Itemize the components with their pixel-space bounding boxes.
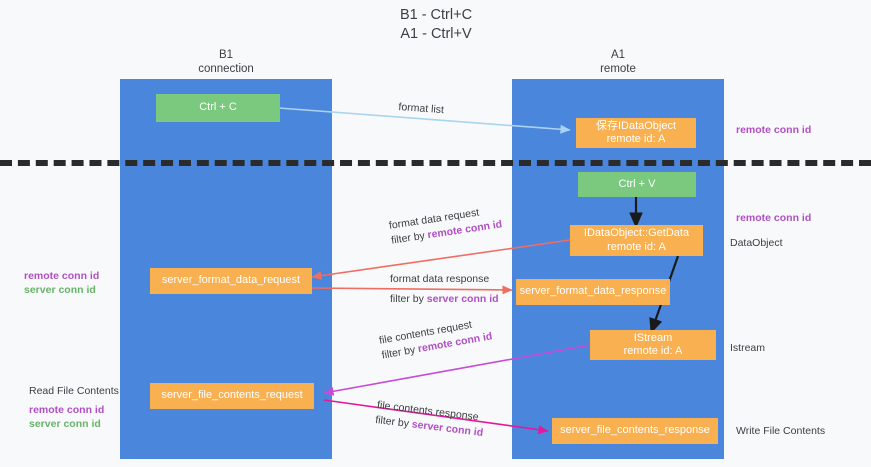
node-ctrl-c-label: Ctrl + C [199,101,237,114]
edge-label-format-data-response: format data response filter by server co… [390,272,499,307]
edge-label-format-list-text: format list [398,100,445,117]
right-label-istream: Istream [730,342,766,354]
right-label-remote-conn-id-mid: remote conn id [736,212,812,224]
left-label-read-file-contents: Read File Contents [29,385,119,397]
left-label-remote-conn-id-bottom: remote conn id [29,404,105,416]
left-label-server-conn-id-bottom: server conn id [29,418,101,430]
node-idataobject-line2: remote id: A [606,133,666,145]
edge-label-format-data-response-text: format data response [390,273,490,285]
node-idataobject-getdata[interactable]: IDataObject::GetData remote id: A [570,225,703,256]
right-label-remote-conn-id-top: remote conn id [736,124,812,136]
node-server-file-contents-request-label: server_file_contents_request [161,389,303,402]
node-ctrl-c[interactable]: Ctrl + C [156,94,280,122]
lane-title-a1: A1 remote [600,49,636,75]
filter-by-prefix: filter by [390,229,429,247]
phase-divider [0,160,871,166]
node-server-format-data-request-label: server_format_data_request [161,274,301,287]
filter-by-prefix: filter by [374,413,413,431]
node-idataobject-getdata-line1: IDataObject::GetData [583,227,690,239]
node-server-file-contents-response-label: server_file_contents_response [560,424,710,437]
node-istream[interactable]: IStream remote id: A [590,330,716,360]
node-server-format-data-request[interactable]: server_format_data_request [150,268,312,294]
node-server-file-contents-request[interactable]: server_file_contents_request [150,383,314,409]
node-ctrl-v[interactable]: Ctrl + V [578,172,696,197]
node-istream-line2: remote id: A [623,345,683,357]
left-label-server-conn-id-mid: server conn id [24,284,96,296]
filter-by-prefix: filter by [390,293,427,305]
arrow-format-data-response [309,285,513,295]
left-label-remote-conn-id-mid: remote conn id [24,270,100,282]
arrow-format-list [278,107,571,134]
arrow-format-data-request [311,239,571,281]
edge-label-format-list: format list [398,100,444,118]
page-title: B1 - Ctrl+C A1 - Ctrl+V [399,7,473,42]
node-idataobject-getdata-line2: remote id: A [607,240,666,253]
edge-label-format-data-response-filter: filter by server conn id [390,292,499,307]
right-label-write-file-contents: Write File Contents [736,425,826,437]
node-server-format-data-response[interactable]: server_format_data_response [516,279,670,305]
arrow-file-contents-response [323,399,549,435]
right-label-dataobject: DataObject [730,237,783,249]
node-server-file-contents-response[interactable]: server_file_contents_response [552,418,718,444]
lane-title-b1: B1 connection [198,49,254,75]
arrow-file-contents-request [323,344,591,396]
node-idataobject-line1: 保存IDataObject [595,119,677,132]
node-idataobject[interactable]: 保存IDataObject remote id: A [576,118,696,148]
node-istream-line1: IStream [633,331,673,344]
node-ctrl-v-label: Ctrl + V [618,177,656,190]
server-conn-id-token: server conn id [426,293,499,305]
node-server-format-data-response-label: server_format_data_response [519,285,667,298]
